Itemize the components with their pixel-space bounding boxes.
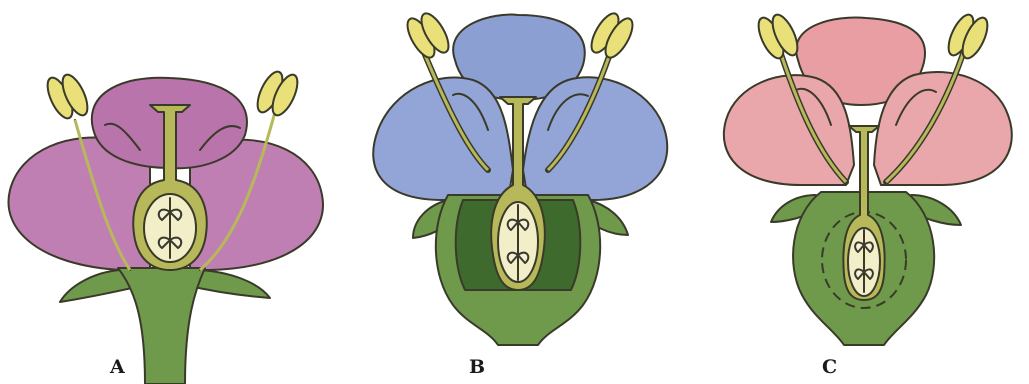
flower-b-anther-left — [402, 9, 454, 61]
flower-a-stem — [118, 268, 205, 384]
flower-c-petal-right — [874, 72, 1012, 185]
label-b: B — [469, 356, 485, 378]
flower-a-anther-left — [43, 71, 93, 121]
label-c: C — [822, 356, 837, 378]
flower-a-anther-right — [253, 68, 303, 118]
flower-c-anther-left — [754, 11, 803, 61]
label-a: A — [110, 356, 125, 378]
flower-b-diagram — [343, 0, 686, 384]
flower-c-anther-right — [944, 11, 993, 61]
flower-b-anther-right — [586, 9, 638, 61]
flower-c-diagram — [686, 0, 1029, 384]
flower-a-diagram — [0, 0, 343, 384]
